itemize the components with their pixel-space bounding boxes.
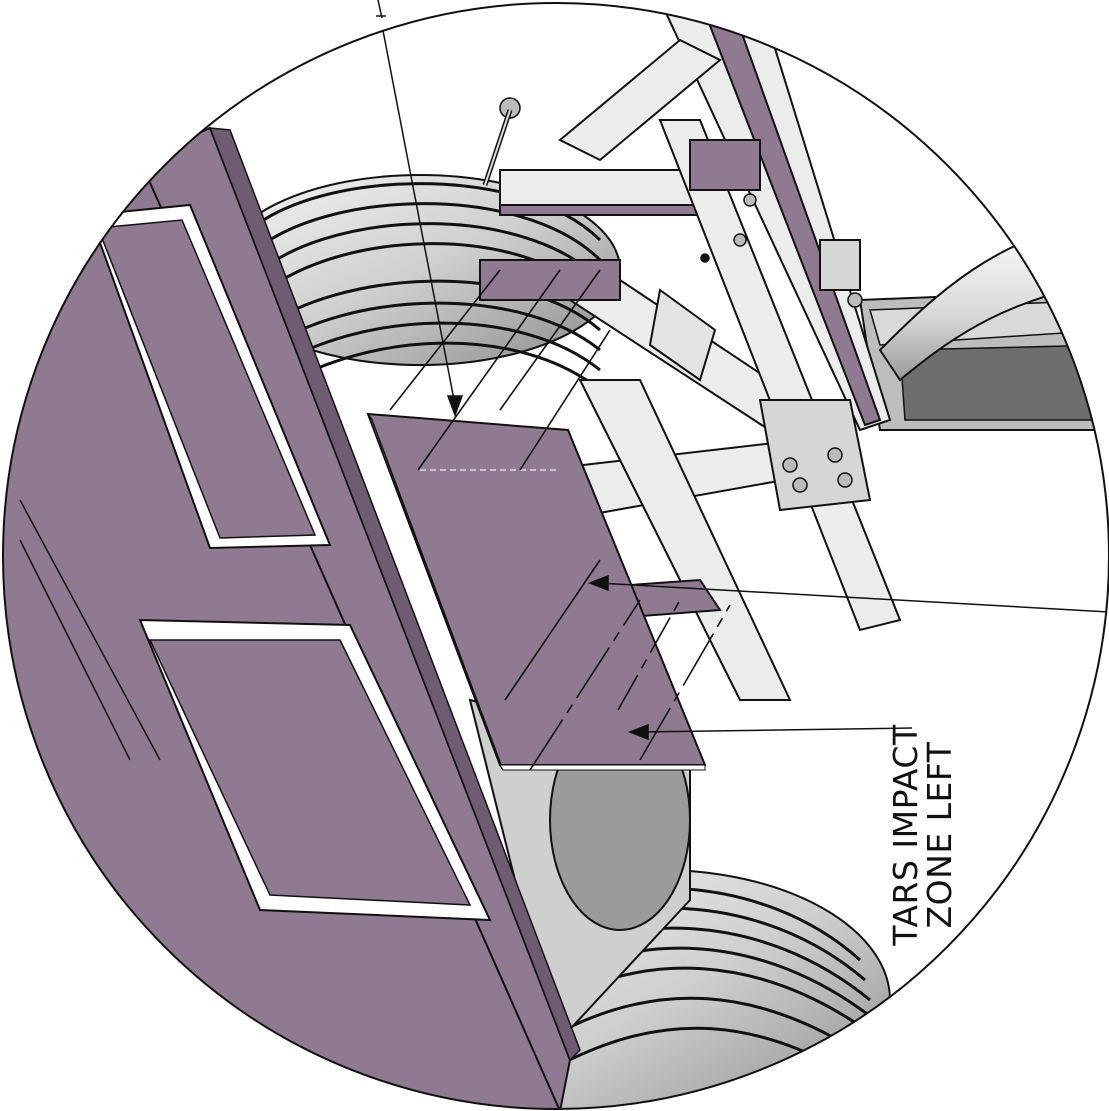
- bolts: [499, 97, 863, 493]
- top-leader: [377, 0, 383, 19]
- phantom-lines: [389, 269, 731, 771]
- frame-rail-dark: [899, 344, 1109, 421]
- connector: [648, 288, 717, 382]
- callout-label-line2: ZONE LEFT: [920, 741, 959, 929]
- impact-zone-plate: [366, 412, 707, 771]
- leader-lines: [379, 14, 1109, 741]
- callout-label-line1: TARS IMPACT: [886, 724, 925, 946]
- callout-label: TARS IMPACT ZONE LEFT: [886, 715, 959, 955]
- side-panel: [3, 126, 581, 1109]
